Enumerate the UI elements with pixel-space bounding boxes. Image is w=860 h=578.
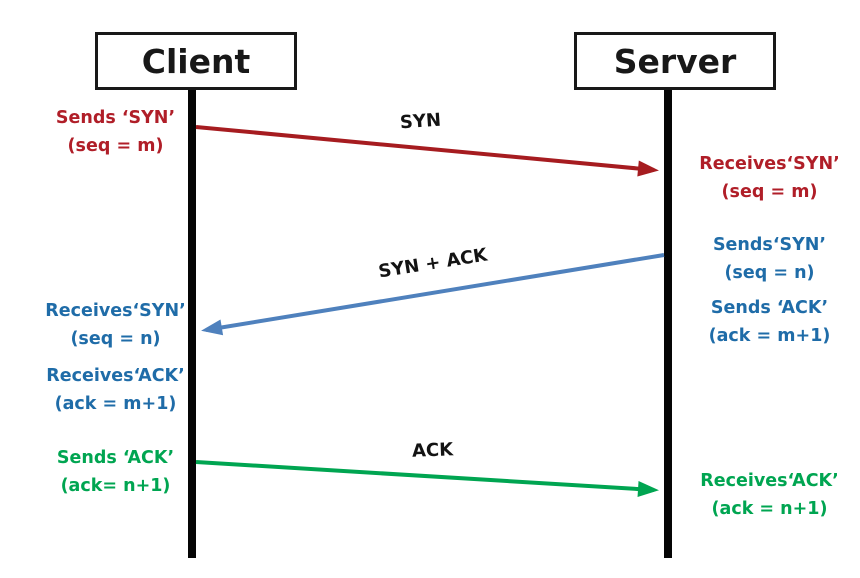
server-actor-label: Server xyxy=(613,41,737,81)
client-actor-box: Client xyxy=(95,32,297,90)
client-sends-ack-line1: Sends ‘ACK’ xyxy=(56,448,175,468)
server-sends-ack-line2: (ack = m+1) xyxy=(708,326,831,346)
client-actor-label: Client xyxy=(141,41,251,81)
client-sends-ack-line2: (ack= n+1) xyxy=(60,476,171,496)
client-receives-ack-note: Receives‘ACK’ (ack = m+1) xyxy=(28,362,203,418)
syn-arrow xyxy=(195,125,659,177)
server-receives-ack-line2: (ack = n+1) xyxy=(711,499,828,519)
client-sends-ack-note: Sends ‘ACK’ (ack= n+1) xyxy=(28,444,203,500)
server-receives-ack-line1: Receives‘ACK’ xyxy=(700,471,839,491)
server-receives-syn-note: Receives‘SYN’ (seq = m) xyxy=(682,150,857,206)
ack-arrow-label: ACK xyxy=(411,439,454,462)
client-receives-syn-line1: Receives‘SYN’ xyxy=(45,301,186,321)
server-sends-syn-note: Sends‘SYN’ (seq = n) xyxy=(682,231,857,287)
synack-arrow xyxy=(201,253,665,336)
server-receives-syn-line2: (seq = m) xyxy=(721,182,818,202)
server-receives-syn-line1: Receives‘SYN’ xyxy=(699,154,840,174)
client-sends-syn-line1: Sends ‘SYN’ xyxy=(55,108,176,128)
syn-arrow-label: SYN xyxy=(399,109,442,134)
client-sends-syn-note: Sends ‘SYN’ (seq = m) xyxy=(28,104,203,160)
server-lifeline xyxy=(664,85,672,558)
client-receives-syn-note: Receives‘SYN’ (seq = n) xyxy=(28,297,203,353)
server-sends-syn-line2: (seq = n) xyxy=(724,263,815,283)
client-sends-syn-line2: (seq = m) xyxy=(67,136,164,156)
server-actor-box: Server xyxy=(574,32,776,90)
server-sends-ack-note: Sends ‘ACK’ (ack = m+1) xyxy=(682,294,857,350)
server-sends-syn-line1: Sends‘SYN’ xyxy=(712,235,827,255)
server-sends-ack-line1: Sends ‘ACK’ xyxy=(710,298,829,318)
client-receives-ack-line1: Receives‘ACK’ xyxy=(46,366,185,386)
client-receives-ack-line2: (ack = m+1) xyxy=(54,394,177,414)
client-receives-syn-line2: (seq = n) xyxy=(70,329,161,349)
ack-arrow xyxy=(195,460,659,498)
client-lifeline xyxy=(188,85,196,558)
server-receives-ack-note: Receives‘ACK’ (ack = n+1) xyxy=(682,467,857,523)
